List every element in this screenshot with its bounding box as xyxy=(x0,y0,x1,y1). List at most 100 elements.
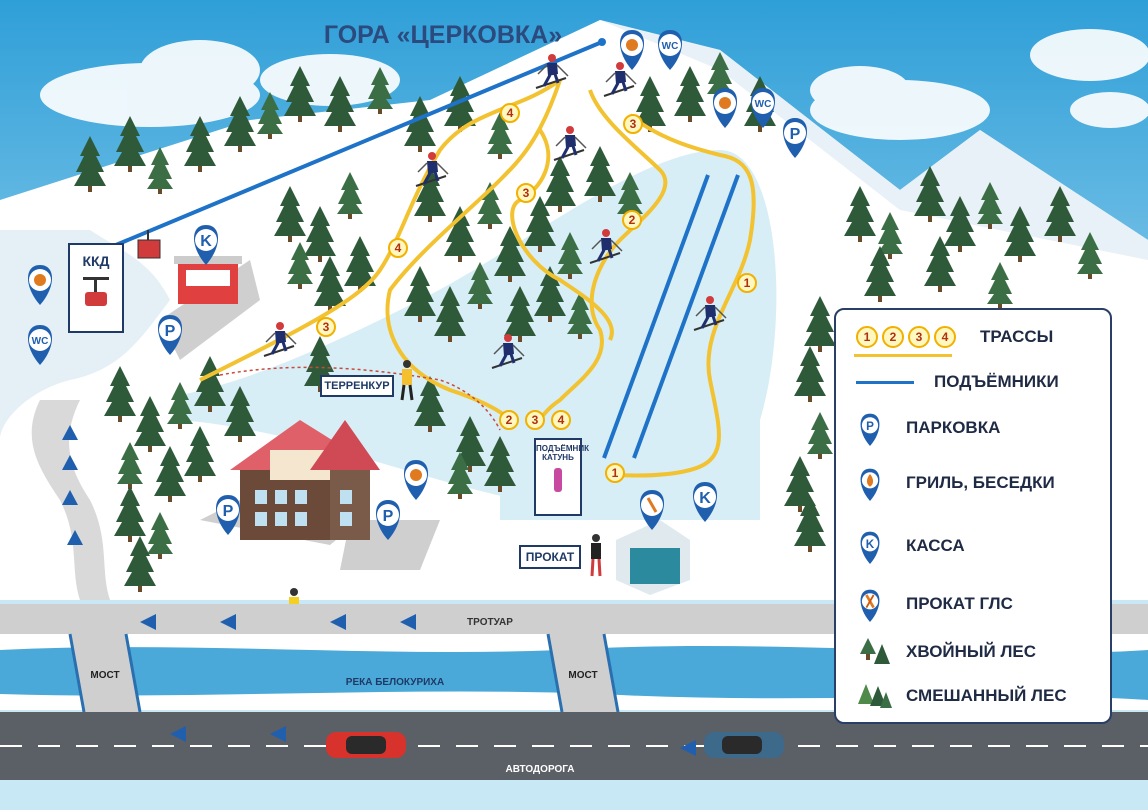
trail-number-icon: 3 xyxy=(908,326,930,348)
svg-text:2: 2 xyxy=(629,213,636,227)
pin-parking-chalet-right[interactable]: P xyxy=(376,500,400,540)
trail-marker-4-mid: 4 xyxy=(388,238,408,258)
clouds xyxy=(40,29,1148,140)
trail-marker-3-top: 3 xyxy=(623,114,643,134)
road-arrows xyxy=(170,726,696,756)
wc-text: WC xyxy=(662,41,679,52)
svg-text:K: K xyxy=(866,538,875,551)
legend-trails-text: ТРАССЫ xyxy=(980,327,1054,346)
lift-katun-label-box[interactable]: ПОДЪЁМНИК КАТУНЬ xyxy=(534,438,589,516)
terrenkur-label[interactable]: ТЕРРЕНКУР xyxy=(320,375,394,397)
bridge-right xyxy=(546,633,620,713)
pin-wc-mid[interactable]: WC xyxy=(751,88,775,128)
lift-line-icon xyxy=(856,380,914,384)
svg-text:3: 3 xyxy=(323,320,330,334)
kassa-letter: K xyxy=(200,233,212,250)
snowboarder-icon xyxy=(554,468,562,492)
map-title: ГОРА «ЦЕРКОВКА» xyxy=(324,21,562,49)
grill-icon xyxy=(626,39,638,51)
pin-parking-kkd[interactable]: P xyxy=(158,315,182,355)
legend-conifer: ХВОЙНЫЙ ЛЕС xyxy=(856,636,1036,668)
trail-marker-3-left: 3 xyxy=(316,317,336,337)
svg-text:3: 3 xyxy=(630,117,637,131)
pin-grill-left[interactable] xyxy=(28,265,52,305)
bridge-right-label: МОСТ xyxy=(568,670,597,681)
svg-text:4: 4 xyxy=(558,413,565,427)
svg-text:2: 2 xyxy=(506,413,513,427)
bridge-left-label: МОСТ xyxy=(90,670,119,681)
svg-text:P: P xyxy=(866,420,874,433)
legend-lifts: ПОДЪЁМНИКИ xyxy=(856,372,1059,392)
parking-pin-icon: P xyxy=(856,410,884,446)
lift-katun-line2: КАТУНЬ xyxy=(542,453,574,462)
trail-marker-3-bottom: 3 xyxy=(525,410,545,430)
kkd-label: ККД xyxy=(82,253,110,269)
wc-text: WC xyxy=(32,336,49,347)
trail-marker-3-mid: 3 xyxy=(516,183,536,203)
trail-marker-1-bottom: 1 xyxy=(605,463,625,483)
legend-grill-text: ГРИЛЬ, БЕСЕДКИ xyxy=(906,473,1055,492)
svg-text:3: 3 xyxy=(532,413,539,427)
trail-marker-2: 2 xyxy=(622,210,642,230)
rental-kiosk xyxy=(616,520,690,595)
lift-katun-line1: ПОДЪЁМНИК xyxy=(536,444,589,453)
parking-letter: P xyxy=(790,126,801,143)
trail-line-icon xyxy=(854,354,952,357)
prokat-label[interactable]: ПРОКАТ xyxy=(519,545,581,569)
pin-parking-top[interactable]: P xyxy=(783,118,807,158)
legend-kassa: K КАССА xyxy=(856,528,965,564)
bridge-left xyxy=(68,633,142,713)
chalet xyxy=(230,420,380,540)
walker xyxy=(400,360,414,401)
fence xyxy=(219,366,501,431)
ropeway-cabin xyxy=(137,230,161,259)
pin-kassa-kkd[interactable]: K xyxy=(194,225,218,265)
ropeway-kkd xyxy=(79,40,603,262)
legend-mixed: СМЕШАННЫЙ ЛЕС xyxy=(856,680,1067,712)
legend-rental-text: ПРОКАТ ГЛС xyxy=(906,594,1013,613)
car-blue xyxy=(704,732,784,758)
ski-icon xyxy=(646,497,658,513)
parking-letter: P xyxy=(223,503,234,520)
pin-wc-left[interactable]: WC xyxy=(28,325,52,365)
trail-number-icon: 2 xyxy=(882,326,904,348)
road-label: АВТОДОРОГА xyxy=(505,764,574,775)
path-arrows xyxy=(62,425,83,545)
wc-text: WC xyxy=(755,99,772,110)
pin-rental[interactable] xyxy=(640,490,664,530)
legend-rental: ПРОКАТ ГЛС xyxy=(856,586,1013,622)
legend-conifer-text: ХВОЙНЫЙ ЛЕС xyxy=(906,642,1037,661)
trail-marker-4-top: 4 xyxy=(500,103,520,123)
pin-wc-top[interactable]: WC xyxy=(658,30,682,70)
rental-pin-icon xyxy=(856,586,884,622)
legend-parking-text: ПАРКОВКА xyxy=(906,418,1001,437)
chairlift-icon xyxy=(83,277,109,314)
conifer-tree-icon xyxy=(856,636,892,668)
river-label: РЕКА БЕЛОКУРИХА xyxy=(346,677,444,688)
grill-pin-icon xyxy=(856,465,884,501)
pin-grill-chalet[interactable] xyxy=(404,460,428,500)
pin-parking-chalet-left[interactable]: P xyxy=(216,495,240,535)
trail-marker-4-bottom: 4 xyxy=(551,410,571,430)
legend-parking: P ПАРКОВКА xyxy=(856,410,1000,446)
legend: 1 2 3 4 ТРАССЫ ПОДЪЁМНИКИ P ПАРКОВКА ГРИ… xyxy=(834,308,1112,724)
grill-icon xyxy=(410,469,422,481)
sidewalk-label: ТРОТУАР xyxy=(467,617,513,628)
grill-icon xyxy=(34,274,46,286)
pin-grill-top[interactable] xyxy=(620,30,644,70)
kassa-kiosk xyxy=(174,256,242,304)
trail-number-icon: 1 xyxy=(856,326,878,348)
trail-marker-1-right: 1 xyxy=(737,273,757,293)
pin-grill-mid[interactable] xyxy=(713,88,737,128)
parking-letter: P xyxy=(383,508,394,525)
mixed-tree-icon xyxy=(856,680,892,712)
trail-marker-2-bottom: 2 xyxy=(499,410,519,430)
legend-mixed-text: СМЕШАННЫЙ ЛЕС xyxy=(906,686,1067,705)
legend-kassa-text: КАССА xyxy=(906,536,965,555)
kkd-label-box[interactable]: ККД xyxy=(68,243,124,333)
sidewalk-arrows xyxy=(140,614,416,630)
pin-kassa-rental[interactable]: K xyxy=(693,482,717,522)
renter xyxy=(590,534,602,577)
trails xyxy=(199,78,756,478)
trail-markers: 4 3 3 2 4 1 3 2 3 4 1 xyxy=(316,103,757,483)
